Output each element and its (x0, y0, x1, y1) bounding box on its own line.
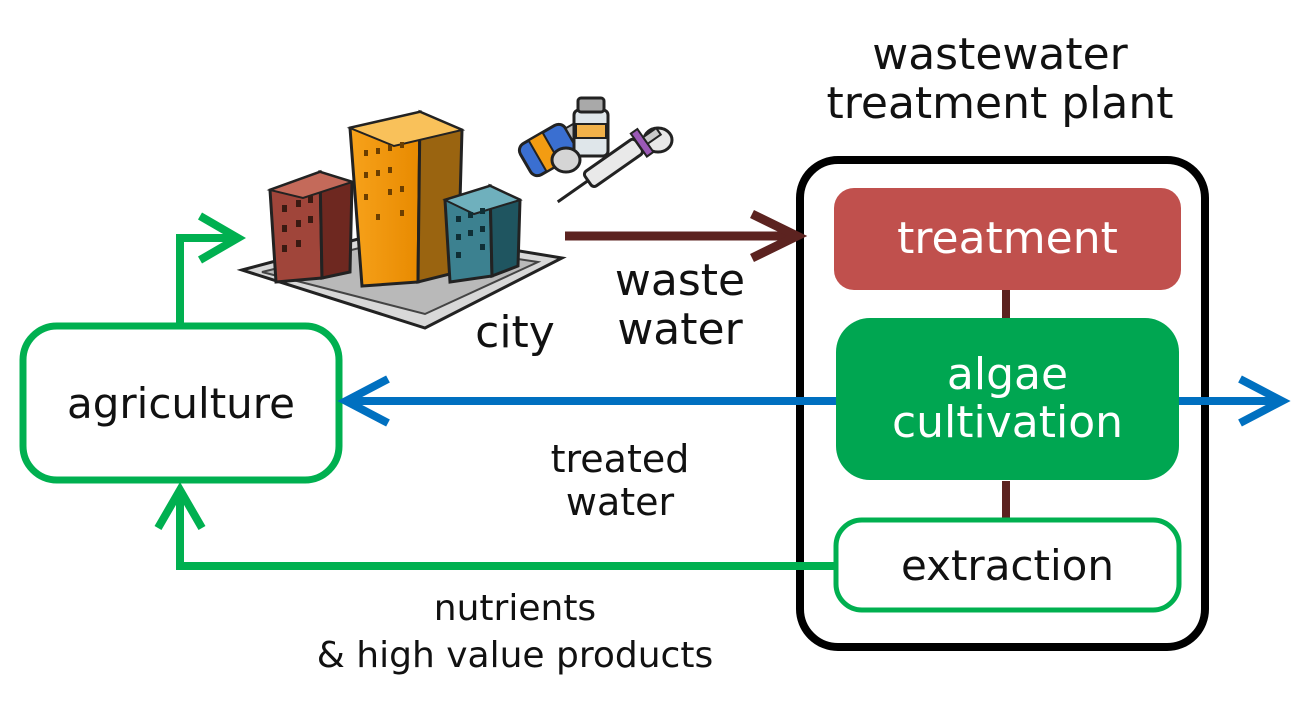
plant-title-line1: wastewater (872, 29, 1128, 80)
medicine-syringe-icon (517, 96, 674, 204)
waste-water-line1: waste (614, 255, 746, 306)
extraction-label: extraction (901, 541, 1114, 591)
agriculture-to-city-arrow (176, 212, 246, 326)
treated-water-line2: water (565, 479, 675, 524)
plant-title: wastewater treatment plant (790, 30, 1210, 129)
treated-water-label: treated water (520, 438, 720, 523)
waste-water-arrow (565, 209, 808, 263)
algae-label-line2: cultivation (891, 397, 1124, 448)
waste-water-label: waste water (590, 256, 770, 355)
nutrients-label: nutrients & high value products (262, 586, 768, 680)
algae-cultivation-box (836, 318, 1179, 480)
algae-cultivation-label: algae cultivation (836, 318, 1179, 480)
treatment-label: treatment (897, 213, 1118, 265)
treated-water-arrow (337, 375, 836, 427)
treated-water-line1: treated (550, 437, 690, 481)
city-buildings-icon (236, 109, 567, 330)
algae-label-line1: algae (946, 349, 1069, 401)
nutrients-line1: nutrients (433, 588, 597, 629)
city-label: city (475, 307, 555, 358)
agriculture-label: agriculture (67, 379, 295, 429)
outflow-arrow (1179, 375, 1291, 427)
treatment-box (834, 188, 1181, 290)
plant-title-line2: treatment plant (826, 78, 1174, 130)
nutrients-arrow (154, 482, 836, 570)
nutrients-line2: & high value products (316, 634, 714, 676)
waste-water-line2: water (617, 304, 743, 356)
